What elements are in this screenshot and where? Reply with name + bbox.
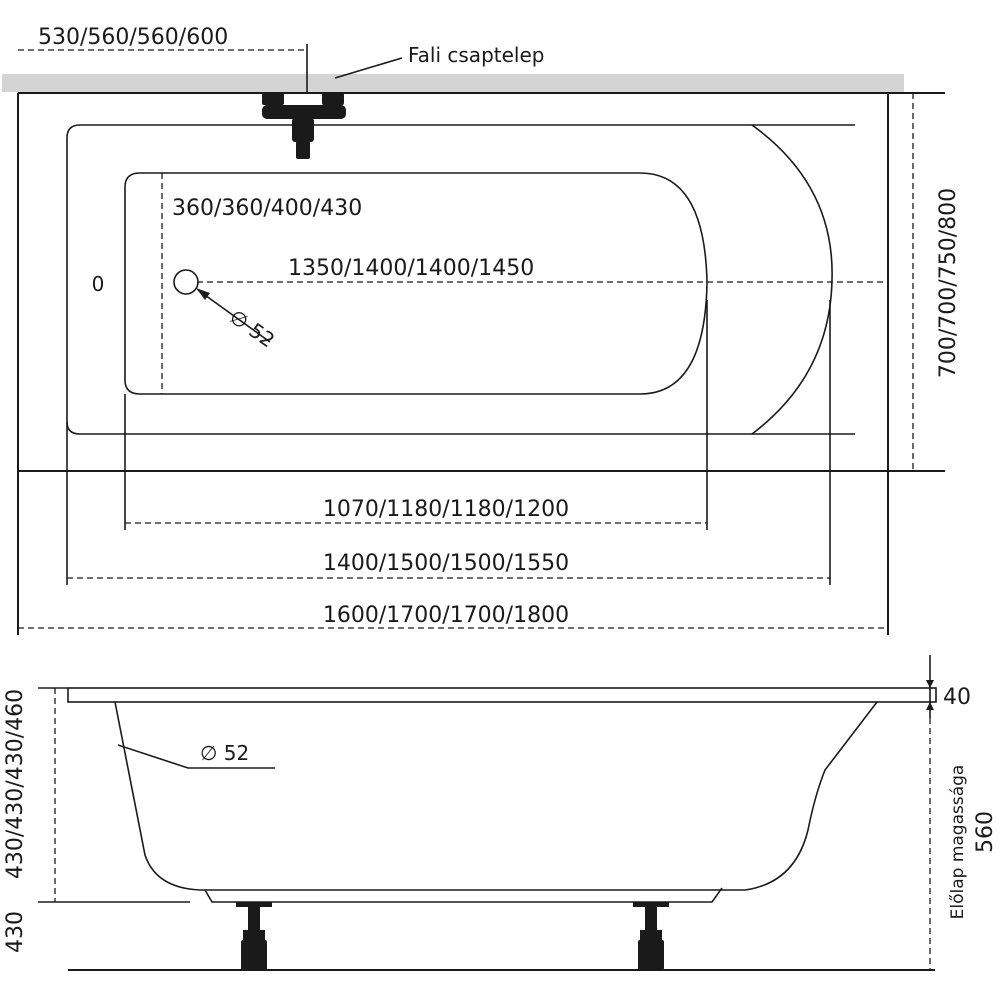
tap-offset-label: 530/560/560/600 (38, 25, 228, 50)
leg-icon (633, 902, 669, 970)
width-label: 700/700/750/800 (936, 188, 961, 378)
basin-rounded-end (751, 124, 833, 435)
basin-rim (66, 124, 855, 435)
front-panel-label: Előlap magassága (948, 765, 968, 920)
basin-length-label: 1400/1500/1500/1550 (323, 551, 569, 576)
side-view: ∅ 52 430/430/430/460 430 40 Előlap magas… (3, 655, 998, 971)
side-drain-leader (117, 744, 275, 769)
drain-leader-arrow (196, 288, 210, 300)
rim-arrow-down (926, 680, 934, 688)
faucet-icon (262, 93, 346, 159)
low-height-label: 430 (3, 911, 28, 953)
tub-outline (17, 92, 945, 635)
drain-offset-label: 360/360/400/430 (172, 196, 362, 221)
side-drain-label: ∅ 52 (200, 741, 249, 765)
bottom-length-label: 1070/1180/1180/1200 (323, 497, 569, 522)
drain-icon (173, 269, 199, 295)
leg-icon (236, 902, 272, 970)
drain-leader (197, 289, 271, 343)
rim-arrow-up (926, 702, 934, 710)
front-panel-height: 560 (973, 811, 998, 853)
total-length-label: 1600/1700/1700/1800 (323, 603, 569, 628)
tap-label: Fali csaptelep (408, 43, 544, 67)
tub-base (204, 887, 723, 903)
wall (2, 74, 904, 92)
height-label: 430/430/430/460 (3, 689, 28, 879)
tub-rim (67, 687, 937, 703)
drain-diameter-label: ∅ 52 (225, 304, 279, 352)
rim-thickness-label: 40 (943, 685, 971, 710)
tub-body (114, 701, 878, 891)
tap-leader (334, 57, 403, 79)
top-view: 0 ∅ 52 530/560/560/600 Fali csaptelep 36… (2, 25, 961, 635)
inner-length-label: 1350/1400/1400/1450 (288, 256, 534, 281)
overflow-mark: 0 (92, 272, 105, 296)
basin-bottom (124, 172, 708, 395)
